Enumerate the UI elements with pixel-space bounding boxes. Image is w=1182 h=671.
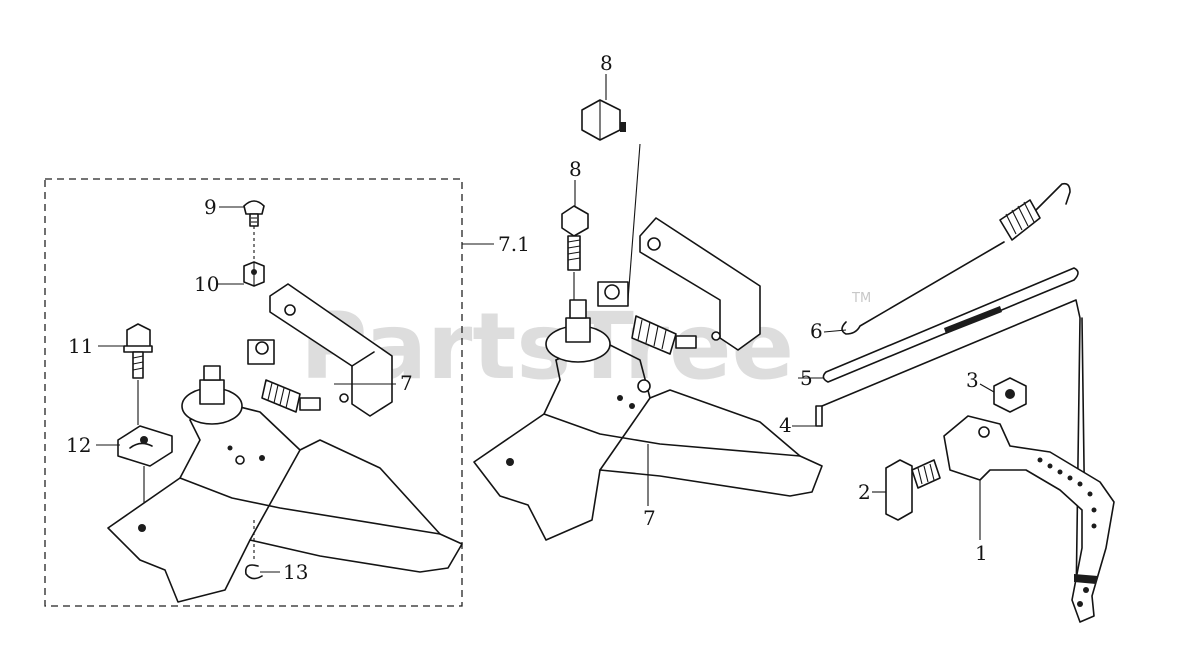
- callout-10: 10: [194, 272, 219, 296]
- left-lever-body[interactable]: [107, 477, 463, 603]
- callout-6: 6: [810, 319, 823, 343]
- callout-7-1: 7.1: [498, 232, 530, 256]
- assembly-7-1-box: [44, 178, 463, 607]
- part-9-screw[interactable]: [243, 200, 265, 227]
- callout-3: 3: [966, 368, 979, 392]
- callout-1: 1: [975, 541, 988, 565]
- part-5-rod[interactable]: [822, 267, 1079, 383]
- left-spring[interactable]: [261, 379, 321, 413]
- callout-9: 9: [204, 195, 217, 219]
- part-3-nut[interactable]: [993, 377, 1027, 413]
- callout-11: 11: [68, 334, 93, 358]
- left-control-assembly[interactable]: [107, 200, 463, 603]
- callout-labels: 1 2 3 4 5 6 7 7 7 7.1 8 8 9 10 11 12 13: [66, 51, 988, 584]
- right-parts[interactable]: [815, 182, 1115, 623]
- callout-7-left: 7: [400, 371, 413, 395]
- part-1-lever[interactable]: [943, 415, 1115, 623]
- callout-8-lower: 8: [569, 157, 582, 181]
- part-6-spring[interactable]: [841, 182, 1071, 335]
- watermark-trademark: TM: [851, 291, 871, 306]
- part-11-bolt[interactable]: [123, 323, 153, 379]
- center-spring[interactable]: [631, 315, 697, 355]
- callout-2: 2: [858, 480, 871, 504]
- callout-12: 12: [66, 433, 91, 457]
- part-10-nut[interactable]: [243, 261, 265, 287]
- part-8-lower-bolt[interactable]: [561, 205, 589, 271]
- center-control-assembly[interactable]: [473, 99, 823, 541]
- callout-7-center: 7: [643, 506, 656, 530]
- center-bracket-plate[interactable]: [639, 217, 761, 351]
- callout-8-top: 8: [600, 51, 613, 75]
- part-12-clip[interactable]: [117, 425, 173, 467]
- leader-lines: [96, 74, 995, 573]
- callout-13: 13: [283, 560, 308, 584]
- part-2-stop-screw[interactable]: [885, 459, 941, 521]
- part-8-top-bolt[interactable]: [581, 99, 626, 141]
- part-13-clip[interactable]: [244, 564, 263, 580]
- center-lever-body[interactable]: [473, 413, 823, 541]
- left-bracket-plate[interactable]: [269, 283, 393, 417]
- callout-5: 5: [800, 366, 813, 390]
- callout-4: 4: [779, 413, 792, 437]
